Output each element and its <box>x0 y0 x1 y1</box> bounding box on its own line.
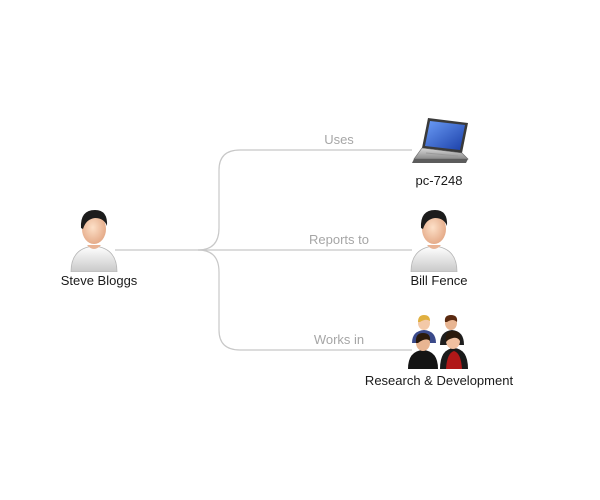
node-label-source: Steve Bloggs <box>60 273 138 288</box>
laptop-icon <box>412 118 469 163</box>
node-label-laptop: pc-7248 <box>415 173 463 188</box>
connector-works-in <box>197 249 412 351</box>
person-icon <box>70 210 118 272</box>
connector-uses <box>197 149 412 251</box>
edge-label-uses: Uses <box>324 132 354 147</box>
edge-label-reports-to: Reports to <box>309 232 369 247</box>
node-label-manager: Bill Fence <box>410 273 468 288</box>
node-label-group: Research & Development <box>364 373 514 388</box>
person-icon <box>410 210 458 272</box>
edge-label-works-in: Works in <box>313 332 365 347</box>
group-icon <box>408 315 468 369</box>
